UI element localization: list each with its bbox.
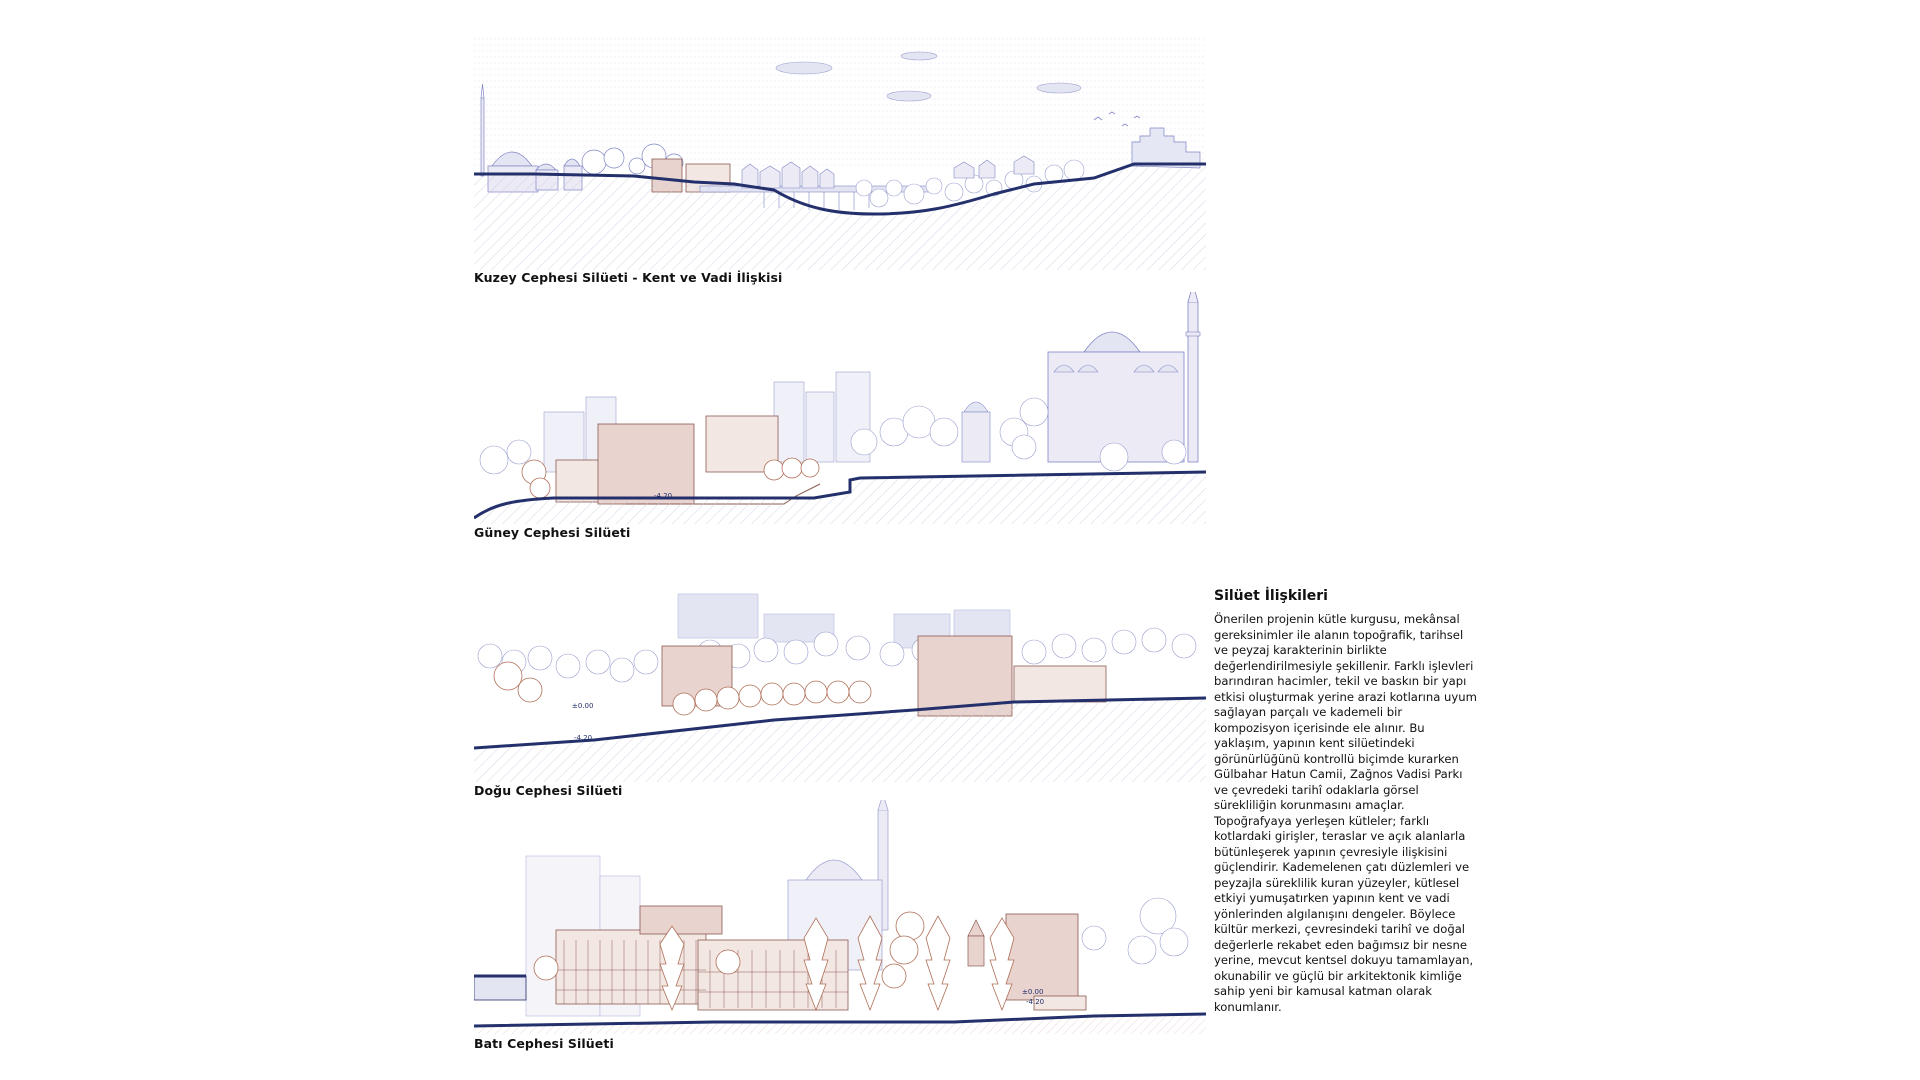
north-section-drawing <box>474 38 1206 270</box>
east-level-upper: ±0.00 <box>572 702 593 710</box>
east-level-lower: -4.20 <box>574 734 592 742</box>
south-level-label: -4.20 <box>654 492 672 500</box>
east-section-drawing: ±0.00 -4.20 <box>474 580 1206 782</box>
west-level-upper: ±0.00 <box>1022 988 1043 996</box>
text-title: Silüet İlişkileri <box>1214 588 1328 604</box>
west-level-lower: -4.20 <box>1026 998 1044 1006</box>
north-section-caption: Kuzey Cephesi Silüeti - Kent ve Vadi İli… <box>474 270 783 285</box>
east-section-caption: Doğu Cephesi Silüeti <box>474 783 623 798</box>
west-section-caption: Batı Cephesi Silüeti <box>474 1036 614 1051</box>
silhouette-relations-text: Silüet İlişkileri Önerilen projenin kütl… <box>1214 588 1480 1015</box>
south-section-caption: Güney Cephesi Silüeti <box>474 525 631 540</box>
south-section-drawing: -4.20 <box>474 292 1206 524</box>
text-body: Önerilen projenin kütle kurgusu, mekânsa… <box>1214 612 1477 1014</box>
west-section-drawing: ±0.00 -4.20 <box>474 800 1206 1034</box>
